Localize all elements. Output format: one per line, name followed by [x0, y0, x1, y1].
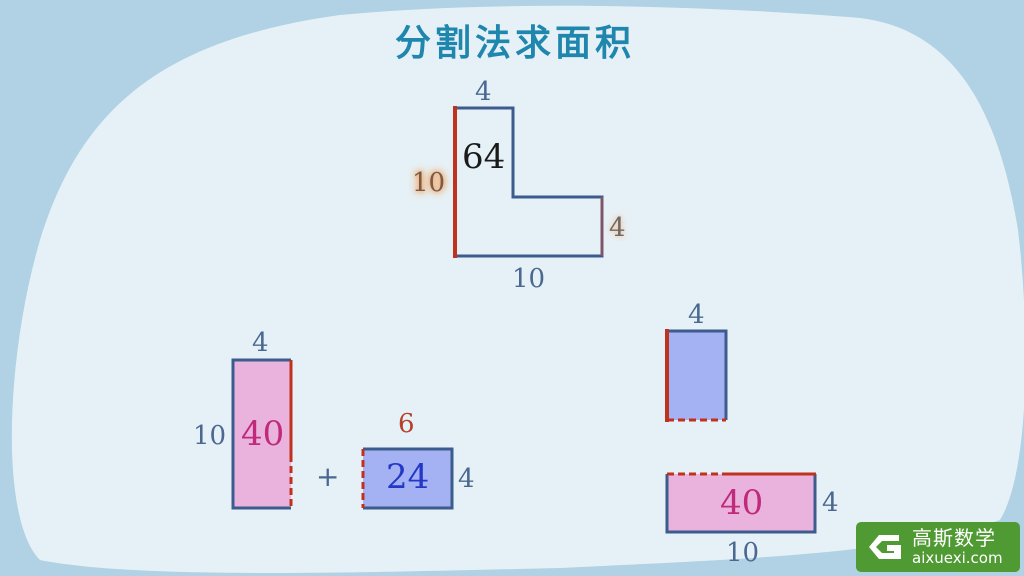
right-rect-height: 4: [458, 464, 475, 494]
logo-url: aixuexi.com: [912, 549, 1003, 567]
l-shape-right-height: 4: [609, 213, 626, 243]
l-shape-left-height: 10: [412, 168, 446, 198]
left-rect-width: 4: [252, 328, 269, 358]
l-shape-bottom-width: 10: [512, 264, 546, 294]
left-rect-area: 40: [241, 414, 285, 454]
l-shape-top-width: 4: [475, 77, 492, 107]
right-rect-width: 6: [398, 409, 415, 439]
left-rect-height: 10: [193, 421, 227, 451]
top-rect-width: 4: [688, 300, 705, 330]
plus-operator: +: [316, 460, 340, 493]
page-title: 分割法求面积: [394, 23, 635, 64]
bottom-rect-height: 4: [822, 488, 839, 518]
g-logo-icon: [862, 527, 908, 567]
brand-logo: 高斯数学 aixuexi.com: [856, 522, 1020, 572]
logo-name: 高斯数学: [912, 526, 996, 550]
right-rect-area: 24: [386, 457, 430, 497]
bottom-rect-width: 10: [726, 538, 760, 568]
l-shape-area: 64: [462, 137, 506, 177]
bottom-rect-area: 40: [720, 483, 764, 523]
